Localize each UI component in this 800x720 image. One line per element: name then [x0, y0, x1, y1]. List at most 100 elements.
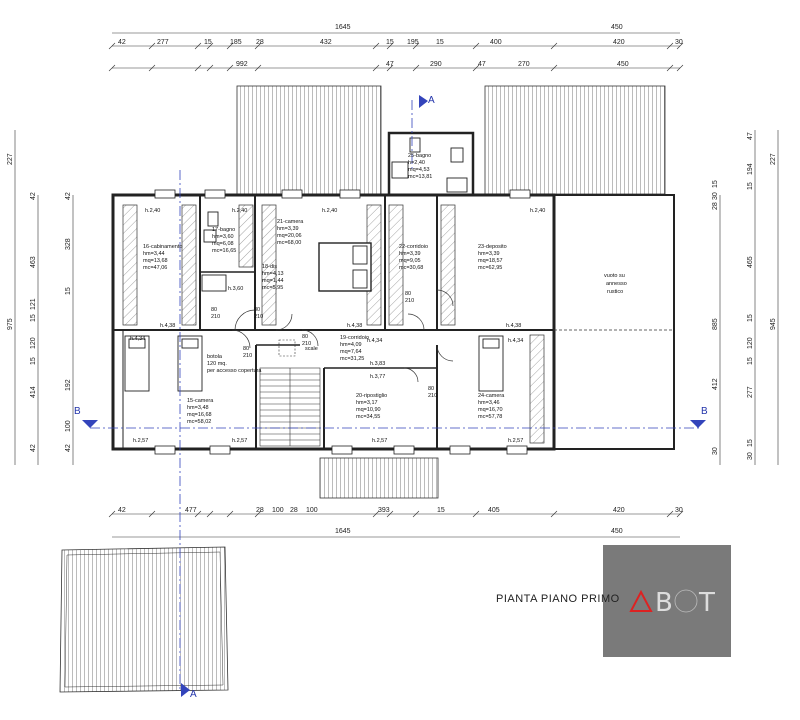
dim-bottom_row1-3: 100	[272, 507, 284, 514]
door-label: 80	[302, 334, 308, 340]
room-11-mq: mq=16,70	[478, 407, 503, 413]
room-1-mc: mc=47,06	[143, 265, 167, 271]
dim-bottom_row1-9: 420	[613, 507, 625, 514]
dim-right_mid-4: 15	[747, 314, 754, 322]
room-2-mc: mc=16,65	[212, 248, 236, 254]
windows	[154, 189, 531, 455]
section-markers	[82, 95, 706, 697]
room-8-mc: mc=31,25	[340, 356, 364, 362]
section-label-a-top: A	[428, 95, 435, 106]
dim-left_mid-2: 121	[30, 298, 37, 310]
dim-top_row3-4: 270	[518, 61, 530, 68]
height-label: h.4,38	[506, 323, 521, 329]
roof-hatch-left	[236, 85, 382, 195]
room-1-hm: hm=3,44	[143, 251, 165, 257]
dim-bottom-total-2: 450	[611, 528, 623, 535]
dim-top_row3-3: 47	[478, 61, 486, 68]
dim-right_mid-6: 15	[747, 357, 754, 365]
stair-sub1: 120 mq.	[207, 361, 227, 367]
annex-line-2: annesso	[606, 281, 627, 287]
room-10-hm: hm=3,17	[356, 400, 378, 406]
dim-right_mid-0: 47	[747, 132, 754, 140]
dim-top_row3-2: 290	[430, 61, 442, 68]
room-6-hm: hm=3,39	[478, 251, 500, 257]
room-3-name: 18-dis	[262, 264, 277, 270]
height-label: h.2,57	[232, 438, 247, 444]
dim-left_inner-3: 192	[65, 379, 72, 391]
dim-left_mid-4: 120	[30, 337, 37, 349]
stair-sub2: per accesso copertura	[207, 368, 262, 374]
room-3-hm: hm=4,13	[262, 271, 284, 277]
dim-left_mid-6: 414	[30, 386, 37, 398]
dim-bottom_row1-10: 30	[675, 507, 683, 514]
height-label: h.4,38	[347, 323, 362, 329]
room-4-mc: mc=68,00	[277, 240, 301, 246]
room-8-mq: mq=7,64	[340, 349, 362, 355]
dim-left_mid-1: 463	[30, 256, 37, 268]
annex-line-3: rustico	[607, 289, 623, 295]
height-label: h.2,57	[133, 438, 148, 444]
dim-top_row3-1: 47	[386, 61, 394, 68]
room-10-mc: mc=34,55	[356, 414, 380, 420]
dim-bottom_row1-0: 42	[118, 507, 126, 514]
dim-top_row3-5: 450	[617, 61, 629, 68]
room-4-hm: hm=3,39	[277, 226, 299, 232]
height-label: h.2,40	[322, 208, 337, 214]
dim-right_outer-0: 227	[770, 153, 777, 165]
height-label: h.4,34	[508, 338, 523, 344]
dim-top_row2-1: 277	[157, 39, 169, 46]
dim-bottom_row1-8: 405	[488, 507, 500, 514]
room-10-name: 20-ripostiglio	[356, 393, 387, 399]
dim-right_inner-2: 28	[712, 202, 719, 210]
room-11-mc: mc=57,78	[478, 414, 502, 420]
dim-right_mid-2: 15	[747, 182, 754, 190]
dim-bottom_row1-1: 477	[185, 507, 197, 514]
logo-letter-t: T	[698, 588, 715, 618]
annex-line-1: vuoto su	[604, 273, 625, 279]
dim-right_inner-1: 15	[712, 180, 719, 188]
door-label: 80	[405, 291, 411, 297]
dim-left_inner-2: 15	[65, 287, 72, 295]
dim-bottom_row1-5: 100	[306, 507, 318, 514]
height-label: h.2,40	[530, 208, 545, 214]
dim-top_row2-5: 432	[320, 39, 332, 46]
room-9-mq: mq=16,68	[187, 412, 212, 418]
stair-note: botola	[207, 354, 223, 360]
room-7-mc: mc=13,81	[408, 174, 432, 180]
height-label: h.4,34	[367, 338, 382, 344]
room-9-hm: hm=3,48	[187, 405, 209, 411]
room-3-mq: mq=1,44	[262, 278, 284, 284]
dim-right_mid-5: 120	[747, 337, 754, 349]
dim-bottom_row1-2: 28	[256, 507, 264, 514]
dim-left_inner-1: 328	[65, 238, 72, 250]
furniture	[124, 137, 504, 392]
room-6-mq: mq=18,57	[478, 258, 503, 264]
dimension-bottom	[112, 513, 680, 538]
room-8-name: 19-corridoio	[340, 335, 369, 341]
room-7-name: 25-bagno	[408, 153, 431, 159]
height-label: h.4,38	[160, 323, 175, 329]
dim-right_inner-5: 30	[712, 447, 719, 455]
dim-left_mid-3: 15	[30, 314, 37, 322]
door-label: 210	[243, 353, 252, 359]
logo-box	[603, 545, 731, 657]
room-5-name: 22-corridoio	[399, 244, 428, 250]
dim-top_row3-0: 992	[236, 61, 248, 68]
height-label: h.2,57	[372, 438, 387, 444]
room-4-name: 21-camera	[277, 219, 304, 225]
door-label: 80	[254, 307, 260, 313]
dim-left_mid-5: 15	[30, 357, 37, 365]
height-label: h.4,34	[130, 336, 145, 342]
room-5-hm: hm=3,39	[399, 251, 421, 257]
door-label: 80	[211, 307, 217, 313]
room-2-hm: hm=3,60	[212, 234, 234, 240]
room-9-mc: mc=58,02	[187, 419, 211, 425]
section-label-b-left: B	[74, 406, 81, 417]
dim-right_inner-0: 30	[712, 192, 719, 200]
height-label: h.2,40	[232, 208, 247, 214]
height-label: h.3,60	[228, 286, 243, 292]
height-label: h.3,77	[370, 374, 385, 380]
dim-right_outer-1: 945	[770, 318, 777, 330]
room-5-mc: mc=30,68	[399, 265, 423, 271]
